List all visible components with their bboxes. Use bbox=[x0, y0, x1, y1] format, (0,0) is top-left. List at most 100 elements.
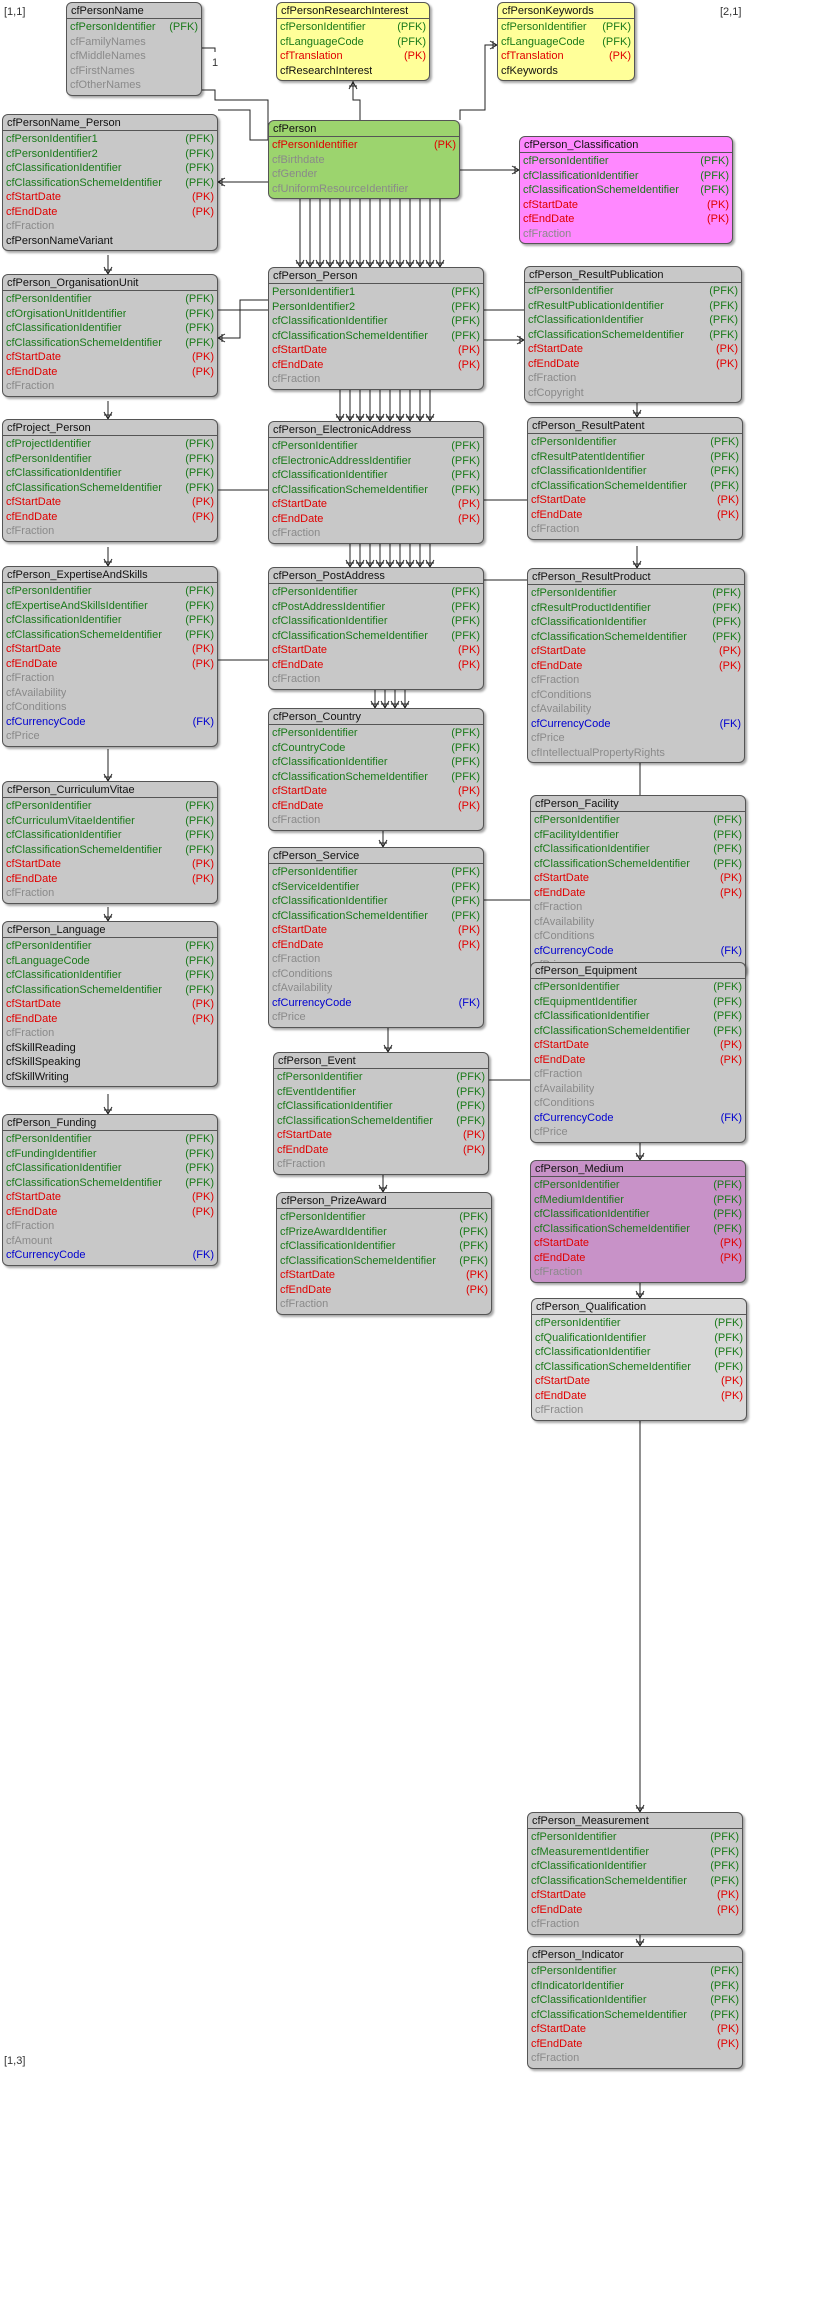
attribute-name: cfFraction bbox=[277, 1158, 326, 1170]
attribute-key: (PFK) bbox=[714, 1331, 743, 1344]
attribute-key bbox=[452, 167, 456, 182]
attribute-key: (PFK) bbox=[185, 307, 214, 320]
attribute-name: cfFraction bbox=[272, 953, 321, 965]
attribute-row: cfPersonIdentifier(PFK) bbox=[534, 1178, 742, 1193]
attribute-row: cfFraction bbox=[6, 1219, 214, 1234]
attribute-row: cfStartDate(PK) bbox=[6, 1190, 214, 1205]
attribute-row: cfStartDate(PK) bbox=[6, 997, 214, 1012]
attribute-name: cfFraction bbox=[6, 525, 55, 537]
entity-title: cfPerson_ExpertiseAndSkills bbox=[3, 567, 217, 583]
attribute-row: cfPersonIdentifier(PFK) bbox=[523, 154, 729, 169]
attribute-key: (PK) bbox=[404, 50, 426, 62]
attribute-row: cfStartDate(PK) bbox=[531, 493, 739, 508]
attribute-name: cfOrgisationUnitIdentifier bbox=[6, 307, 127, 320]
attribute-name: cfCurrencyCode bbox=[534, 1111, 614, 1124]
attribute-key: (PFK) bbox=[456, 1114, 485, 1127]
attribute-key: (PK) bbox=[717, 508, 739, 521]
attribute-name: cfGender bbox=[272, 168, 318, 180]
attribute-name: cfEndDate bbox=[272, 938, 324, 951]
attribute-row: cfEndDate(PK) bbox=[6, 1012, 214, 1027]
attribute-name: cfClassificationSchemeIdentifier bbox=[531, 2008, 687, 2021]
attribute-row: cfMeasurementIdentifier(PFK) bbox=[531, 1845, 739, 1860]
attribute-row: cfClassificationIdentifier(PFK) bbox=[6, 613, 214, 628]
attribute-row: cfClassificationSchemeIdentifier(PFK) bbox=[6, 176, 214, 191]
entity-title: cfPerson_Classification bbox=[520, 137, 732, 153]
attribute-name: cfStartDate bbox=[272, 924, 328, 936]
attribute-key bbox=[476, 1010, 480, 1025]
attribute-key: (PK) bbox=[463, 1129, 485, 1141]
attribute-row: cfFraction bbox=[272, 526, 480, 541]
attribute-key: (FK) bbox=[192, 715, 214, 728]
attribute-row: cfEndDate(PK) bbox=[277, 1143, 485, 1158]
attribute-row: cfPostAddressIdentifier(PFK) bbox=[272, 600, 480, 615]
attribute-row: cfPersonIdentifier(PFK) bbox=[528, 284, 738, 299]
attribute-name: cfClassificationIdentifier bbox=[534, 1208, 650, 1220]
attribute-key: (PK) bbox=[192, 191, 214, 203]
attribute-row: cfClassificationSchemeIdentifier(PFK) bbox=[272, 629, 480, 644]
attribute-name: cfLanguageCode bbox=[501, 35, 585, 48]
attribute-key bbox=[476, 526, 480, 541]
entity-attributes: cfPersonIdentifier1(PFK)cfPersonIdentifi… bbox=[3, 131, 217, 250]
attribute-key: (PFK) bbox=[185, 1162, 214, 1174]
attribute-name: cfClassificationIdentifier bbox=[531, 616, 647, 628]
attribute-key: (PFK) bbox=[710, 1874, 739, 1887]
attribute-key bbox=[735, 2051, 739, 2066]
attribute-key: (PFK) bbox=[397, 35, 426, 48]
attribute-key: (PFK) bbox=[713, 828, 742, 841]
entity-attributes: cfPersonIdentifier(PFK)cfPostAddressIden… bbox=[269, 584, 483, 689]
attribute-name: cfSkillWriting bbox=[6, 1070, 69, 1083]
attribute-name: cfClassificationIdentifier bbox=[6, 614, 122, 626]
attribute-key: (PFK) bbox=[185, 162, 214, 174]
attribute-key bbox=[481, 1157, 485, 1172]
link-personname bbox=[202, 47, 216, 52]
attribute-key: (PFK) bbox=[456, 1071, 485, 1083]
attribute-name: cfFraction bbox=[6, 220, 55, 232]
attribute-key: (PFK) bbox=[459, 1225, 488, 1238]
attribute-key: (FK) bbox=[719, 717, 741, 730]
entity-attributes: cfProjectIdentifier(PFK)cfPersonIdentifi… bbox=[3, 436, 217, 541]
attribute-name: cfMeasurementIdentifier bbox=[531, 1845, 649, 1858]
attribute-key: (PFK) bbox=[714, 1360, 743, 1373]
attribute-key bbox=[210, 686, 214, 701]
attribute-name: cfFraction bbox=[6, 1220, 55, 1232]
attribute-row: cfClassificationIdentifier(PFK) bbox=[272, 755, 480, 770]
attribute-key bbox=[210, 729, 214, 744]
attribute-row: cfClassificationIdentifier(PFK) bbox=[6, 466, 214, 481]
attribute-name: cfStartDate bbox=[528, 343, 584, 355]
attribute-row: cfStartDate(PK) bbox=[535, 1374, 743, 1389]
attribute-key bbox=[210, 886, 214, 901]
attribute-row: cfCurrencyCode(FK) bbox=[531, 717, 741, 732]
attribute-name: cfClassificationIdentifier bbox=[535, 1346, 651, 1358]
entity-title: cfPerson_OrganisationUnit bbox=[3, 275, 217, 291]
attribute-name: cfFamilyNames bbox=[70, 35, 146, 48]
